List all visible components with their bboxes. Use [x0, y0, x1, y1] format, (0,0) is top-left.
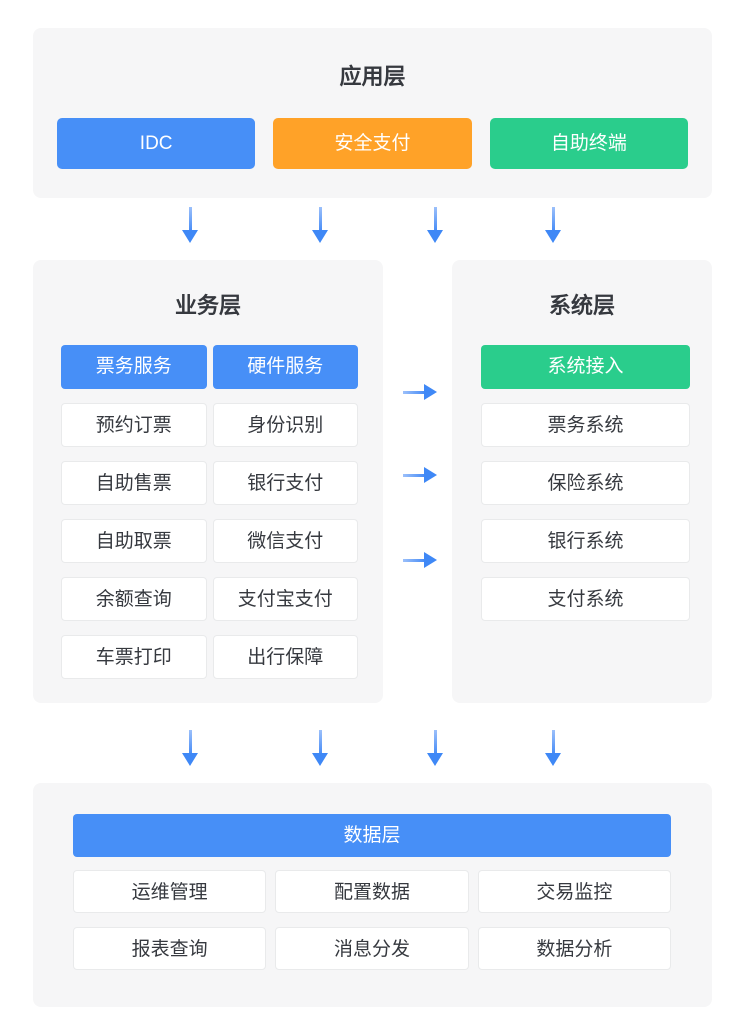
system-layer-title: 系统层 — [548, 293, 615, 318]
down-arrow-icon — [427, 730, 443, 766]
application-layer-panel: 应用层 IDC 安全支付 自助终端 — [33, 28, 712, 198]
down-arrow-icon — [182, 207, 198, 243]
node-payment-system: 支付系统 — [481, 577, 690, 621]
node-transaction-monitoring: 交易监控 — [477, 870, 671, 913]
node-idc: IDC — [57, 118, 256, 169]
node-system-access: 系统接入 — [481, 345, 690, 389]
node-reserve-booking: 预约订票 — [61, 403, 207, 447]
business-layer-nodes: 票务服务 硬件服务 预约订票 身份识别 自助售票 银行支付 自助取票 微信支付 … — [33, 345, 383, 679]
node-self-ticket-pickup: 自助取票 — [61, 519, 207, 563]
node-message-dispatch: 消息分发 — [275, 927, 469, 970]
application-layer-nodes: IDC 安全支付 自助终端 — [33, 118, 712, 169]
node-insurance-system: 保险系统 — [481, 461, 690, 505]
node-config-data: 配置数据 — [275, 870, 469, 913]
node-bank-system: 银行系统 — [481, 519, 690, 563]
node-ticket-printing: 车票打印 — [61, 635, 207, 679]
application-layer-title: 应用层 — [339, 64, 406, 89]
down-arrow-icon — [312, 207, 328, 243]
system-layer-panel: 系统层 系统接入 票务系统 保险系统 银行系统 支付系统 — [452, 260, 712, 703]
right-arrow-icon — [403, 467, 437, 483]
right-arrow-icon — [403, 552, 437, 568]
node-balance-inquiry: 余额查询 — [61, 577, 207, 621]
node-self-ticket-sale: 自助售票 — [61, 461, 207, 505]
node-ticket-system: 票务系统 — [481, 403, 690, 447]
node-alipay-payment: 支付宝支付 — [212, 577, 358, 621]
node-hardware-service: 硬件服务 — [212, 345, 358, 389]
data-layer-banner: 数据层 — [73, 814, 671, 857]
right-arrow-icon — [403, 384, 437, 400]
data-layer-nodes: 运维管理 配置数据 交易监控 报表查询 消息分发 数据分析 — [33, 870, 712, 970]
down-arrow-icon — [427, 207, 443, 243]
node-self-terminal: 自助终端 — [489, 118, 688, 169]
node-ops-management: 运维管理 — [73, 870, 267, 913]
node-secure-payment: 安全支付 — [273, 118, 472, 169]
node-bank-payment: 银行支付 — [212, 461, 358, 505]
node-identity-recognition: 身份识别 — [212, 403, 358, 447]
down-arrow-icon — [545, 730, 561, 766]
down-arrow-icon — [312, 730, 328, 766]
down-arrow-icon — [545, 207, 561, 243]
business-layer-title: 业务层 — [174, 293, 241, 318]
node-ticket-service: 票务服务 — [61, 345, 207, 389]
node-report-query: 报表查询 — [73, 927, 267, 970]
business-layer-panel: 业务层 票务服务 硬件服务 预约订票 身份识别 自助售票 银行支付 自助取票 微… — [33, 260, 383, 703]
system-layer-nodes: 系统接入 票务系统 保险系统 银行系统 支付系统 — [452, 345, 712, 621]
down-arrow-icon — [182, 730, 198, 766]
data-layer-panel: 数据层 运维管理 配置数据 交易监控 报表查询 消息分发 数据分析 — [33, 783, 712, 1007]
node-travel-guarantee: 出行保障 — [212, 635, 358, 679]
node-data-analysis: 数据分析 — [477, 927, 671, 970]
node-wechat-payment: 微信支付 — [212, 519, 358, 563]
